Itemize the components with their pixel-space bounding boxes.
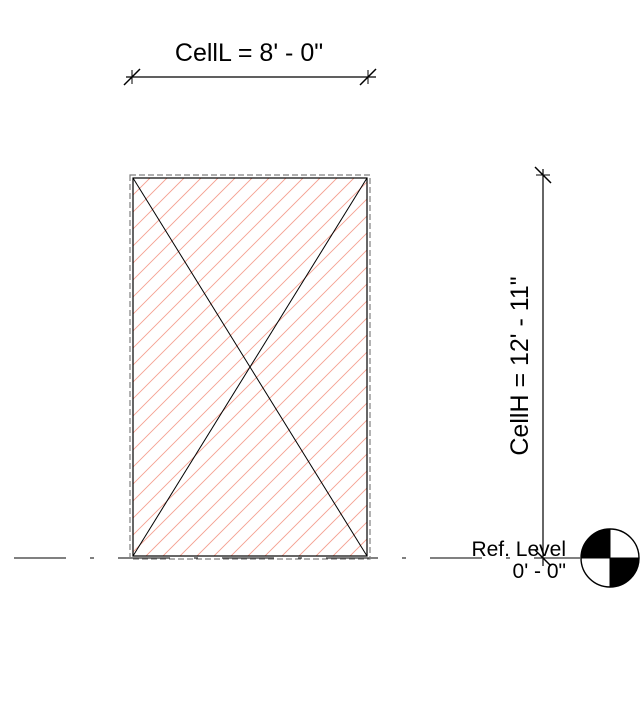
hatch-line [133, 198, 367, 434]
hatch-line [213, 402, 367, 556]
cell-boundary [132, 177, 368, 557]
hatch-line [230, 419, 367, 556]
hatch-line [133, 178, 270, 315]
hatch-line [133, 181, 367, 417]
hatch-line [133, 178, 219, 264]
hatch-line [133, 178, 202, 247]
reference-level-name: Ref. Level [471, 538, 566, 561]
hatch-line [133, 178, 338, 383]
hatch-line [162, 351, 367, 556]
hatch-line [264, 453, 367, 556]
hatch-line [281, 470, 367, 556]
hatch-line [298, 487, 367, 556]
hatch-line [133, 266, 367, 502]
hatch-line [133, 178, 253, 298]
hatch-line [145, 334, 367, 556]
width-dimension[interactable]: CellL = 8' - 0" [123, 39, 377, 86]
hatch-line [133, 178, 185, 230]
hatch-line [133, 232, 367, 468]
hatch-line [247, 436, 367, 556]
hatch-line [349, 538, 367, 556]
height-tick-bottom [534, 549, 552, 567]
hatch-line [196, 385, 367, 556]
hatch-line [133, 178, 151, 196]
hatch-line [133, 215, 367, 451]
hatch-line [332, 521, 367, 556]
hatch-line [133, 178, 236, 281]
hatch-line [133, 178, 321, 366]
cell-diagonal-2 [132, 177, 368, 557]
width-tick-left [123, 68, 141, 86]
hatch-line [179, 368, 367, 556]
height-dimension-label: CellH = 12' - 11" [506, 276, 534, 455]
level-head-icon [580, 528, 640, 588]
reference-level-elevation: 0' - 0" [513, 560, 566, 583]
width-tick-right [359, 68, 377, 86]
hatch-line [133, 178, 304, 349]
hatch-line [133, 178, 355, 400]
hatch-line [133, 317, 367, 553]
hatch-line [133, 283, 367, 519]
width-dimension-label: CellL = 8' - 0" [175, 39, 323, 67]
height-tick-top [534, 166, 552, 184]
hatch-line [133, 178, 287, 332]
hatch-line [133, 178, 134, 179]
reference-level-head[interactable]: Ref. Level 0' - 0" [471, 528, 640, 588]
hatch-line [315, 504, 367, 556]
hatch-line [133, 178, 168, 213]
cell-hatch-pattern [133, 178, 367, 556]
height-dimension[interactable]: CellH = 12' - 11" [506, 166, 552, 567]
hatch-line [366, 555, 367, 556]
cell-dashed-outline [129, 174, 371, 560]
hatch-line [133, 300, 367, 536]
